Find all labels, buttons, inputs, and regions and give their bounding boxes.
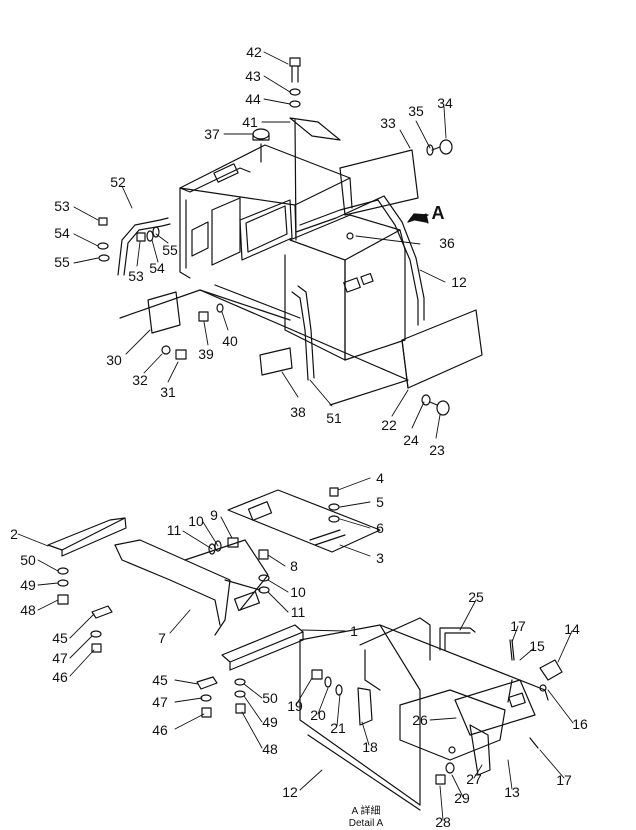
callout-15: 15 <box>529 638 545 654</box>
callout-37: 37 <box>204 126 220 142</box>
callout-41: 41 <box>242 114 258 130</box>
callout-44: 44 <box>245 91 261 107</box>
leader-lines <box>17 51 574 821</box>
callout-25: 25 <box>468 589 484 605</box>
callout-47-a: 47 <box>52 650 68 666</box>
callout-49-a: 49 <box>20 577 36 593</box>
callout-54-a: 54 <box>54 225 70 241</box>
callout-6: 6 <box>376 520 384 536</box>
callout-19: 19 <box>287 698 303 714</box>
callout-43: 43 <box>245 68 261 84</box>
callout-10-b: 10 <box>290 584 306 600</box>
callout-46-b: 46 <box>152 722 168 738</box>
callout-22: 22 <box>381 417 397 433</box>
floor-plate-assembly <box>47 487 381 718</box>
callout-32: 32 <box>132 372 148 388</box>
callout-34: 34 <box>437 95 453 111</box>
callout-12-detail: 12 <box>282 784 298 800</box>
callout-5: 5 <box>376 494 384 510</box>
callout-10-a: 10 <box>188 513 204 529</box>
callout-18: 18 <box>362 739 378 755</box>
upper-frame-assembly <box>97 57 483 416</box>
callout-55-a: 55 <box>54 254 70 270</box>
callout-2: 2 <box>10 526 18 542</box>
callout-39: 39 <box>198 346 214 362</box>
callout-12-upper: 12 <box>451 274 467 290</box>
callout-50-a: 50 <box>20 552 36 568</box>
callout-11-b: 11 <box>290 604 306 620</box>
callout-38: 38 <box>290 404 306 420</box>
callout-50-b: 50 <box>262 690 278 706</box>
callout-42: 42 <box>246 44 262 60</box>
callout-14: 14 <box>564 621 580 637</box>
callout-31: 31 <box>160 384 176 400</box>
callout-53-b: 53 <box>128 268 144 284</box>
callout-21: 21 <box>330 720 346 736</box>
callout-4: 4 <box>376 470 384 486</box>
detail-a-assembly <box>299 617 563 811</box>
callout-46-a: 46 <box>52 669 68 685</box>
view-marker-a: A <box>431 203 445 223</box>
callout-48-b: 48 <box>262 741 278 757</box>
callout-48-a: 48 <box>20 602 36 618</box>
callout-17-a: 17 <box>510 618 526 634</box>
callout-47-b: 47 <box>152 694 168 710</box>
callout-52: 52 <box>110 174 126 190</box>
detail-caption-japanese: A 詳細 <box>351 806 381 817</box>
callout-27: 27 <box>466 771 482 787</box>
callout-54-b: 54 <box>149 260 165 276</box>
callout-40: 40 <box>222 333 238 349</box>
callout-30: 30 <box>106 352 122 368</box>
callout-7: 7 <box>158 630 166 646</box>
callout-33: 33 <box>380 115 396 131</box>
callout-1: 1 <box>350 623 358 639</box>
callout-3: 3 <box>376 550 384 566</box>
callout-9: 9 <box>210 507 218 523</box>
callout-26: 26 <box>412 712 428 728</box>
callout-45-b: 45 <box>152 672 168 688</box>
callout-49-b: 49 <box>262 714 278 730</box>
callout-16: 16 <box>572 716 588 732</box>
callout-51: 51 <box>326 410 342 426</box>
callout-23: 23 <box>429 442 445 458</box>
callout-55-b: 55 <box>162 242 178 258</box>
callout-13: 13 <box>504 784 520 800</box>
callout-36: 36 <box>439 235 455 251</box>
detail-caption-english: Detail A <box>348 818 384 829</box>
callout-45-a: 45 <box>52 630 68 646</box>
callout-53-a: 53 <box>54 198 70 214</box>
callout-29: 29 <box>454 790 470 806</box>
callout-8: 8 <box>290 558 298 574</box>
callout-28: 28 <box>435 814 451 830</box>
callout-17-b: 17 <box>556 772 572 788</box>
callout-20: 20 <box>310 707 326 723</box>
callout-24: 24 <box>403 432 419 448</box>
callout-35: 35 <box>408 103 424 119</box>
callout-11-a: 11 <box>166 522 182 538</box>
